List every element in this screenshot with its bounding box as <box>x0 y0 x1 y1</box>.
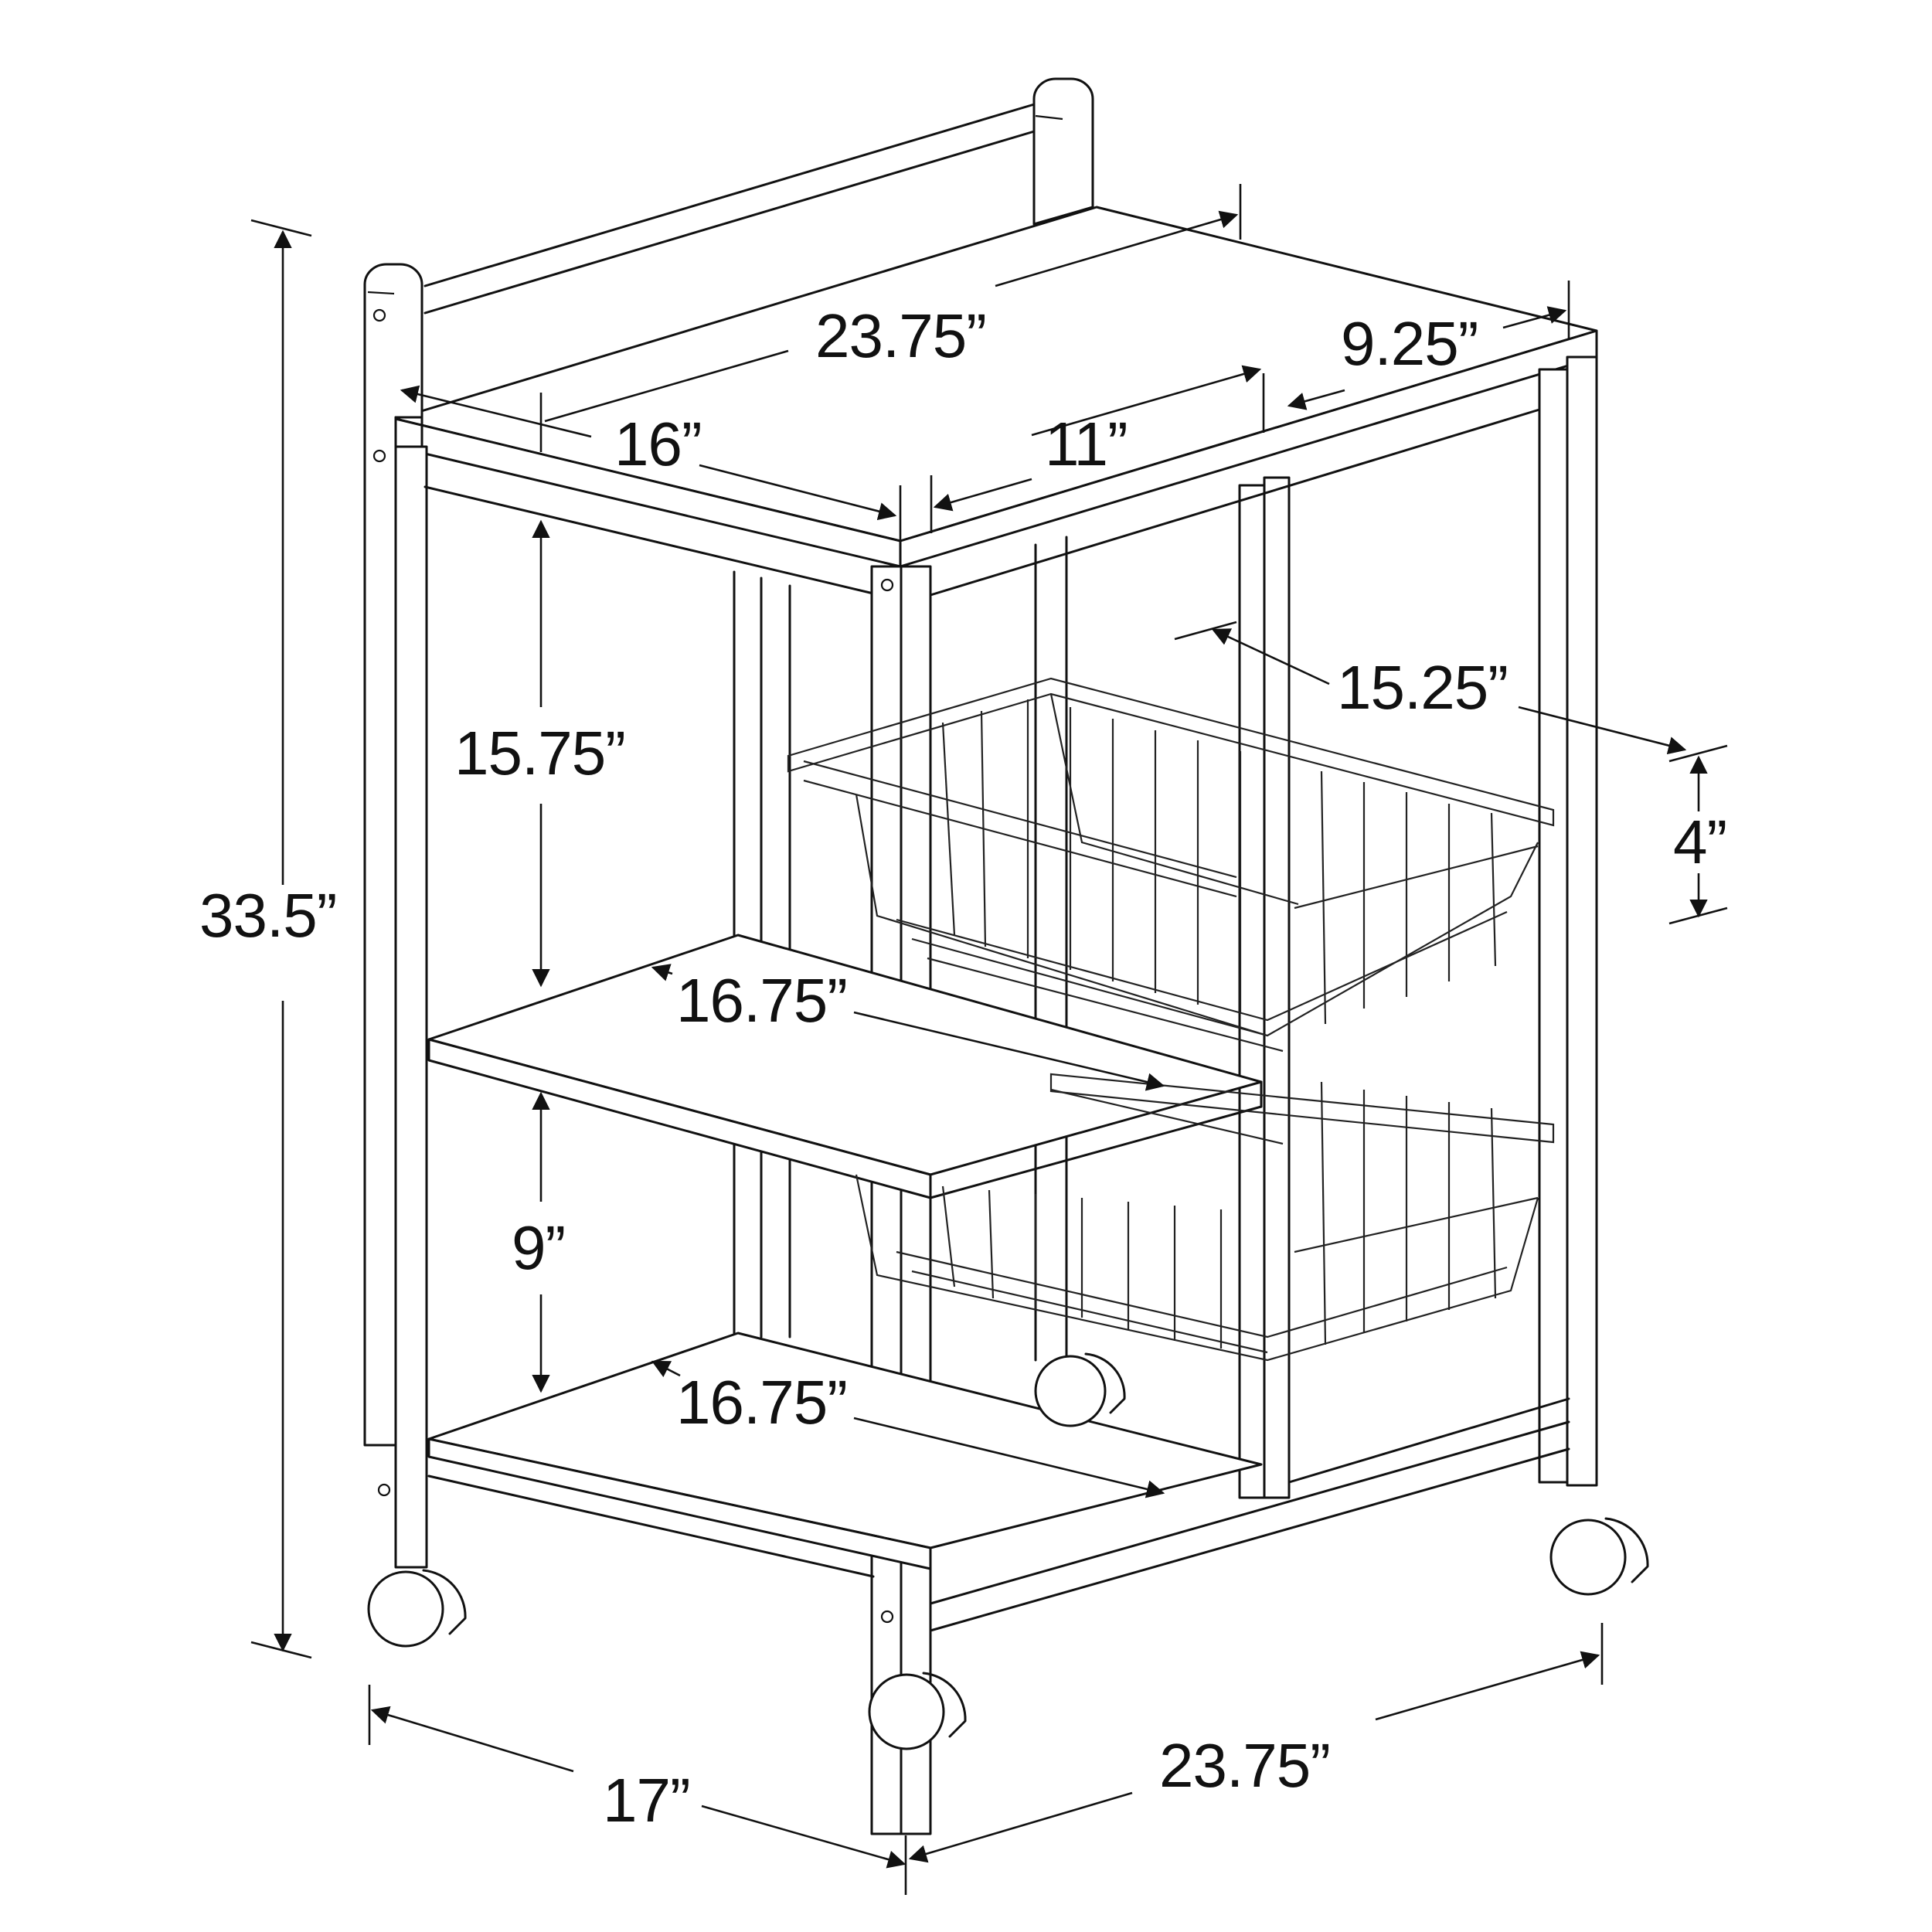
caster-front-center <box>868 1672 967 1750</box>
dim-top-length <box>544 184 1242 423</box>
label-shelf-section-width: 16” <box>614 410 702 478</box>
middle-divider-post <box>1238 476 1291 1499</box>
dim-basket-section <box>930 365 1345 533</box>
caster-front-left <box>367 1569 467 1648</box>
label-upper-shelf-clearance: 15.75” <box>454 719 626 787</box>
dim-top-depth <box>1502 281 1570 340</box>
back-right-post <box>1032 77 1094 226</box>
lower-shelf <box>427 1332 1570 1632</box>
label-basket-section-width: 11” <box>1045 410 1128 478</box>
label-base-width: 17” <box>603 1766 691 1835</box>
caster-right <box>1549 1517 1649 1596</box>
top-surface <box>394 206 1598 568</box>
lower-basket <box>855 1073 1555 1362</box>
dim-middle-shelf-depth <box>651 964 1165 1091</box>
label-overall-height: 33.5” <box>199 881 337 950</box>
dim-basket-depth <box>1174 621 1687 755</box>
label-lower-shelf-clearance: 9” <box>512 1213 566 1282</box>
label-top-depth: 9.25” <box>1341 309 1478 378</box>
caster-back <box>1034 1352 1126 1427</box>
right-front-post <box>929 355 1598 1487</box>
upper-basket <box>787 677 1555 1053</box>
label-middle-shelf-depth: 16.75” <box>676 966 848 1035</box>
label-lower-shelf-depth: 16.75” <box>676 1368 848 1437</box>
label-basket-height: 4” <box>1673 808 1727 876</box>
dim-shelf-section <box>400 385 902 541</box>
front-corner-post <box>870 565 932 1835</box>
dim-base-length <box>908 1623 1604 1863</box>
dim-lower-shelf-depth <box>651 1360 1165 1498</box>
label-base-length: 23.75” <box>1159 1731 1331 1800</box>
dim-base-width <box>368 1685 907 1895</box>
label-basket-depth: 15.25” <box>1337 653 1509 722</box>
label-top-length: 23.75” <box>815 301 987 370</box>
dim-overall-height <box>250 219 312 1659</box>
middle-shelf <box>427 934 1263 1199</box>
dim-basket-height <box>1668 744 1728 925</box>
